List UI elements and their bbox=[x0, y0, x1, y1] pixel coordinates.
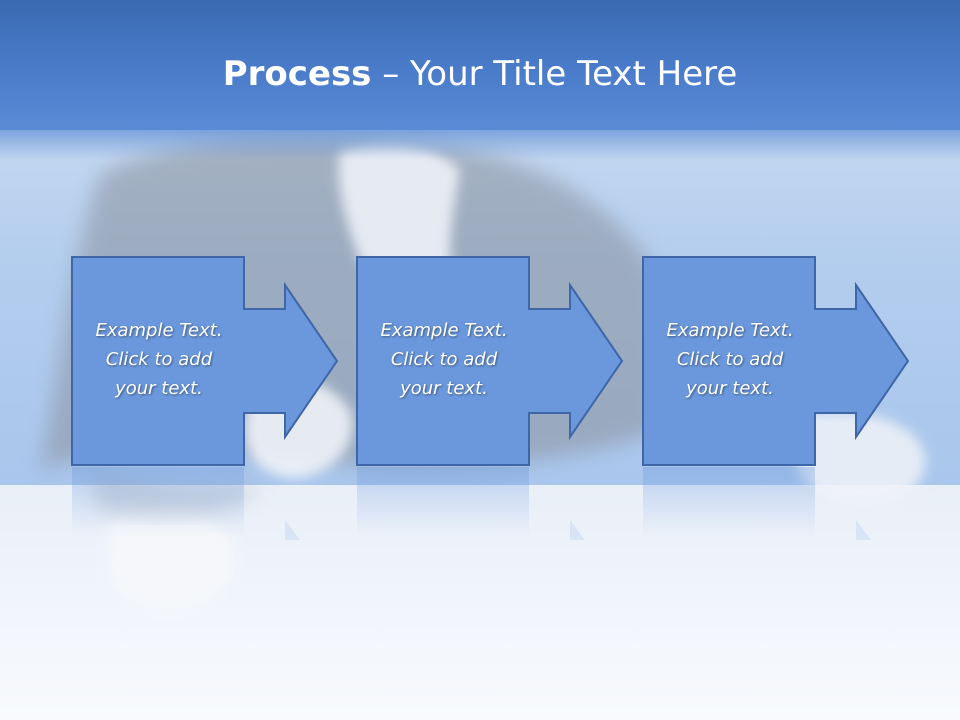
process-step-1[interactable]: Example Text. Click to add your text. bbox=[72, 257, 246, 465]
title-bar-fade bbox=[0, 120, 960, 160]
process-step-2[interactable]: Example Text. Click to add your text. bbox=[357, 257, 531, 465]
title-bold-part: Process bbox=[222, 54, 372, 94]
process-step-3[interactable]: Example Text. Click to add your text. bbox=[643, 257, 817, 465]
process-reflections bbox=[72, 467, 871, 540]
process-step-2-text: Example Text. Click to add your text. bbox=[380, 319, 508, 399]
slide-title[interactable]: Process – Your Title Text Here bbox=[0, 52, 960, 96]
process-step-1-shape[interactable] bbox=[71, 256, 339, 466]
process-step-3-text: Example Text. Click to add your text. bbox=[666, 319, 794, 399]
title-bar bbox=[0, 0, 960, 130]
title-rest-part: – Your Title Text Here bbox=[371, 54, 738, 94]
process-step-2-shape[interactable] bbox=[356, 256, 624, 466]
process-step-1-text: Example Text. Click to add your text. bbox=[95, 319, 223, 399]
process-step-3-shape[interactable] bbox=[642, 256, 910, 466]
